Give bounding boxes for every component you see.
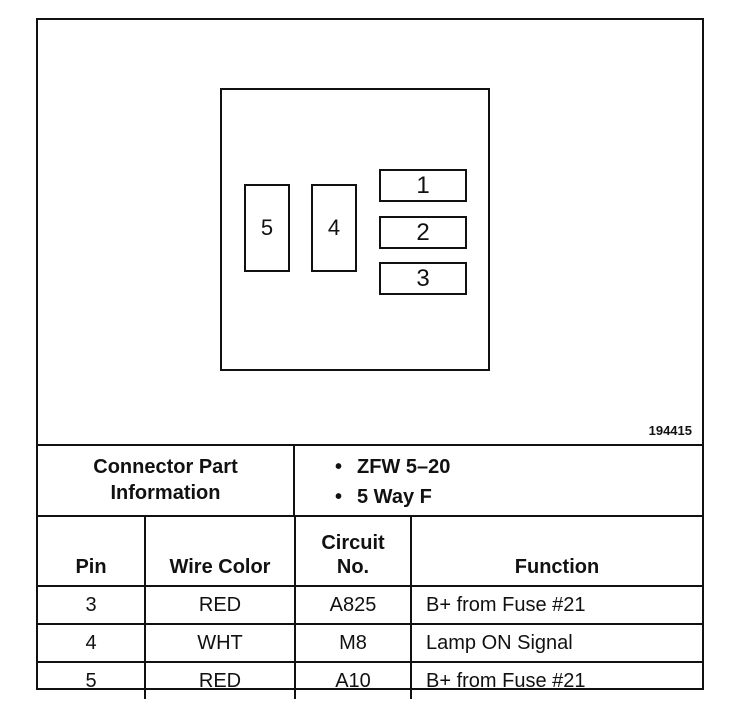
bullet-icon: •	[335, 486, 343, 508]
header-wire-color: Wire Color	[144, 517, 296, 587]
connector-face: 5 4 1 2 3	[220, 88, 490, 371]
pinout-table: Pin Wire Color Circuit No. Function 3 RE…	[38, 517, 702, 699]
cavity-2: 2	[379, 216, 467, 249]
cell-circuit: A10	[294, 661, 412, 699]
cavity-1: 1	[379, 169, 467, 202]
table-row: 5 RED A10 B+ from Fuse #21	[38, 661, 702, 699]
cell-function: Lamp ON Signal	[410, 623, 702, 663]
connector-info-label: Connector Part Information	[38, 444, 295, 515]
header-circuit-line2: No.	[336, 556, 370, 578]
connector-sheet: 5 4 1 2 3 194415 Connector Part Informat…	[36, 18, 704, 699]
header-pin: Pin	[38, 517, 146, 587]
cell-function: B+ from Fuse #21	[410, 661, 702, 699]
cell-pin: 4	[38, 623, 146, 663]
cell-wire-color: WHT	[144, 623, 296, 663]
cell-pin: 3	[38, 585, 146, 625]
table-header-row: Pin Wire Color Circuit No. Function	[38, 517, 702, 587]
connector-info-label-line2: Information	[110, 481, 221, 504]
bullet-icon: •	[335, 456, 343, 478]
connector-part-info: Connector Part Information • ZFW 5–20 • 5 …	[38, 444, 702, 517]
cell-circuit: M8	[294, 623, 412, 663]
header-circuit-no: Circuit No.	[294, 517, 412, 587]
table-row: 3 RED A825 B+ from Fuse #21	[38, 585, 702, 625]
cell-function: B+ from Fuse #21	[410, 585, 702, 625]
cell-circuit: A825	[294, 585, 412, 625]
bullet-text: 5 Way F	[357, 486, 432, 508]
cell-wire-color: RED	[144, 585, 296, 625]
cavity-4: 4	[311, 184, 357, 272]
connector-info-label-line1: Connector Part	[93, 455, 238, 478]
connector-info-bullets: • ZFW 5–20 • 5 Way F	[295, 444, 702, 515]
bullet-item: • ZFW 5–20	[335, 452, 702, 482]
figure-number: 194415	[648, 423, 692, 438]
cavity-5: 5	[244, 184, 290, 272]
cell-wire-color: RED	[144, 661, 296, 699]
cavity-3: 3	[379, 262, 467, 295]
connector-diagram: 5 4 1 2 3 194415	[38, 20, 702, 446]
cell-pin: 5	[38, 661, 146, 699]
bullet-text: ZFW 5–20	[357, 456, 451, 478]
table-row: 4 WHT M8 Lamp ON Signal	[38, 623, 702, 663]
bullet-item: • 5 Way F	[335, 482, 702, 512]
header-circuit-line1: Circuit	[321, 532, 385, 554]
header-function: Function	[410, 517, 702, 587]
